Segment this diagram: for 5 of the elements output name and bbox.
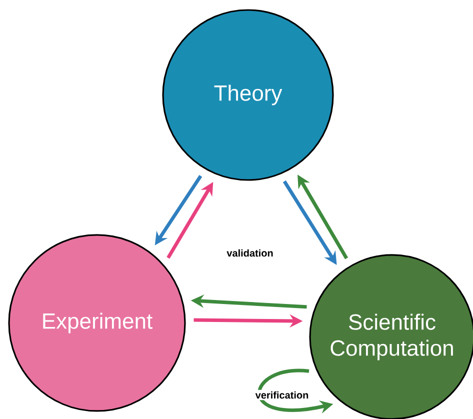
edge-label: verification — [254, 390, 310, 400]
circle-node: Experiment — [8, 234, 186, 412]
label: validation — [226, 249, 273, 257]
circle-node: Theory — [162, 9, 334, 181]
circle-node: Scientific Computation — [309, 254, 473, 419]
